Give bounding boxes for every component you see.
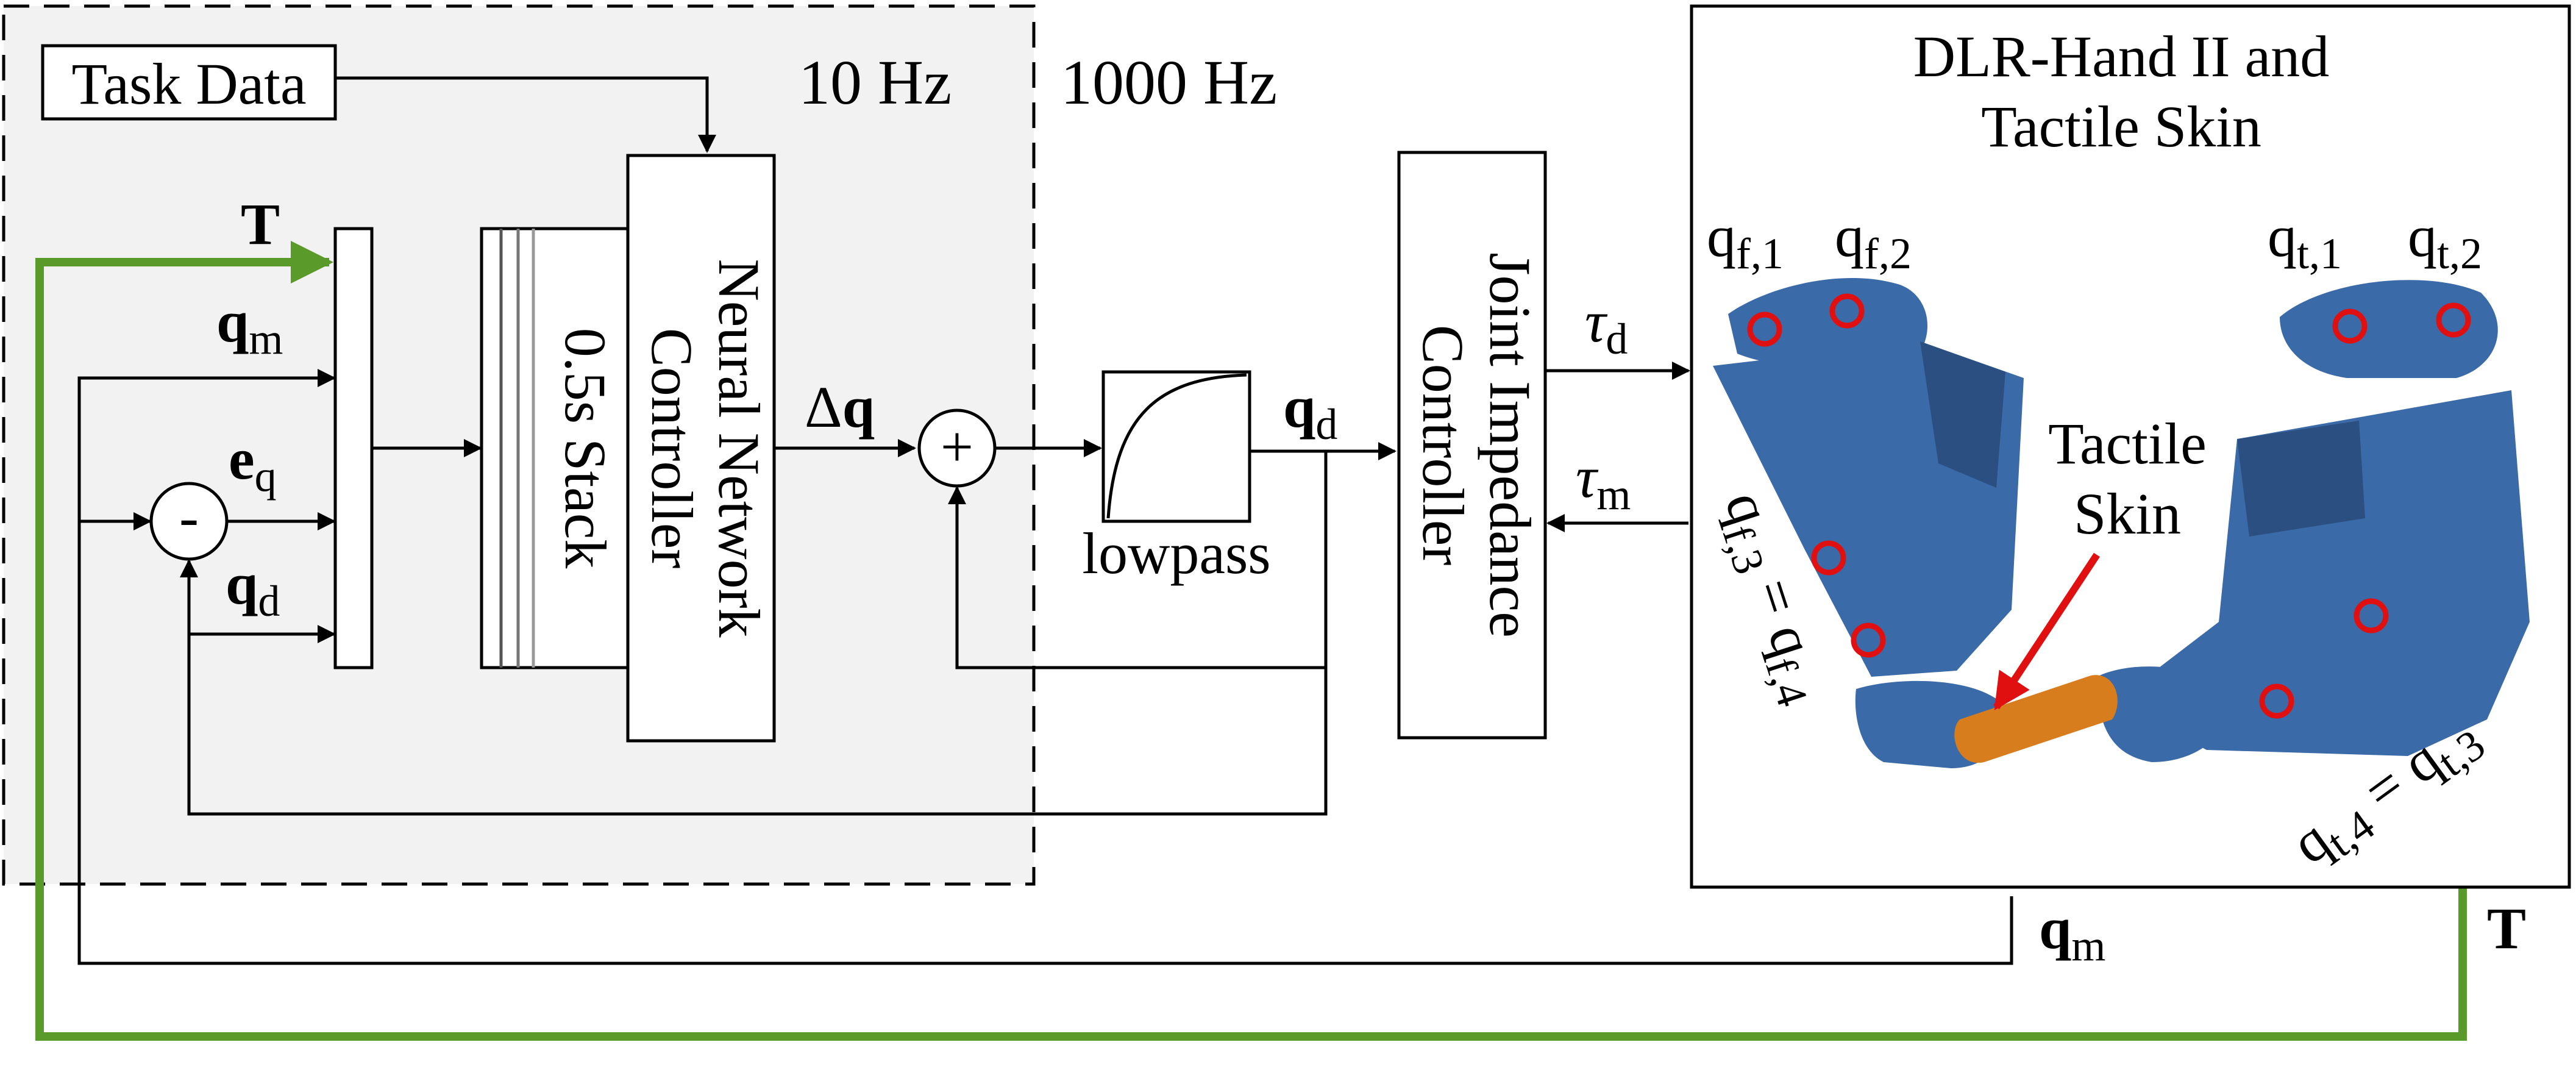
lowpass-curve-icon bbox=[1106, 373, 1247, 519]
qd-to-sum-arrow bbox=[948, 486, 1326, 669]
sum-sign: + bbox=[941, 414, 973, 479]
task-data-box bbox=[41, 44, 337, 121]
slow-rate-label: 10 Hz bbox=[799, 48, 952, 118]
joint-circle-icon bbox=[1829, 293, 1865, 329]
joint-impedance-box bbox=[1397, 151, 1547, 740]
fast-rate-label: 1000 Hz bbox=[1061, 48, 1277, 118]
task-data-label: Task Data bbox=[71, 51, 306, 116]
qm-feedback-arrow bbox=[77, 369, 2013, 965]
thumb-render bbox=[2097, 280, 2530, 762]
qm-output-label: qm bbox=[2039, 896, 2105, 970]
stack-label: 0.5s Stack bbox=[553, 328, 618, 569]
delta-q-label: Δq bbox=[805, 374, 875, 440]
qd-to-subtract-arrow bbox=[180, 451, 1328, 816]
joint-circle-icon bbox=[2354, 598, 2389, 633]
T-feedback-arrow bbox=[35, 241, 2467, 1041]
qt2-label: qt,2 bbox=[2408, 204, 2482, 278]
tactile-skin-pad bbox=[1954, 675, 2118, 763]
nn-controller-label: Neural NetworkController bbox=[639, 259, 772, 637]
qt1-label: qt,1 bbox=[2268, 204, 2342, 278]
qd-input-label: qd bbox=[226, 551, 280, 626]
T-input-label: T bbox=[241, 191, 280, 257]
qf1-label: qf,1 bbox=[1707, 204, 1784, 278]
joint-circle-icon bbox=[2436, 302, 2471, 338]
joint-circle-icon bbox=[1851, 623, 1886, 658]
mux-bar bbox=[333, 227, 374, 669]
nn-controller-box bbox=[626, 154, 776, 743]
red-arrow-icon bbox=[1993, 552, 2101, 711]
lowpass-label: lowpass bbox=[1082, 521, 1270, 586]
joint-circle-icon bbox=[1747, 312, 1782, 347]
joint-circle-icon bbox=[2259, 683, 2294, 719]
subtract-sign: - bbox=[179, 484, 199, 549]
T-output-label: T bbox=[2487, 896, 2526, 961]
joint-impedance-label: Joint ImpedanceController bbox=[1411, 252, 1543, 638]
eq-label: eq bbox=[229, 426, 277, 501]
tau-d-label: τd bbox=[1585, 289, 1628, 363]
tau-m-label: τm bbox=[1576, 444, 1631, 519]
joint-circle-icon bbox=[1811, 540, 1846, 576]
qd-output-label: qd bbox=[1283, 374, 1337, 449]
qm-input-label: qm bbox=[216, 289, 283, 363]
stack-box bbox=[480, 227, 630, 669]
lowpass-box bbox=[1101, 370, 1251, 523]
joint-circle-icon bbox=[2332, 309, 2368, 344]
finger-render bbox=[1713, 277, 2024, 768]
qf2-label: qf,2 bbox=[1835, 204, 1912, 278]
task-data-arrow bbox=[335, 76, 716, 153]
